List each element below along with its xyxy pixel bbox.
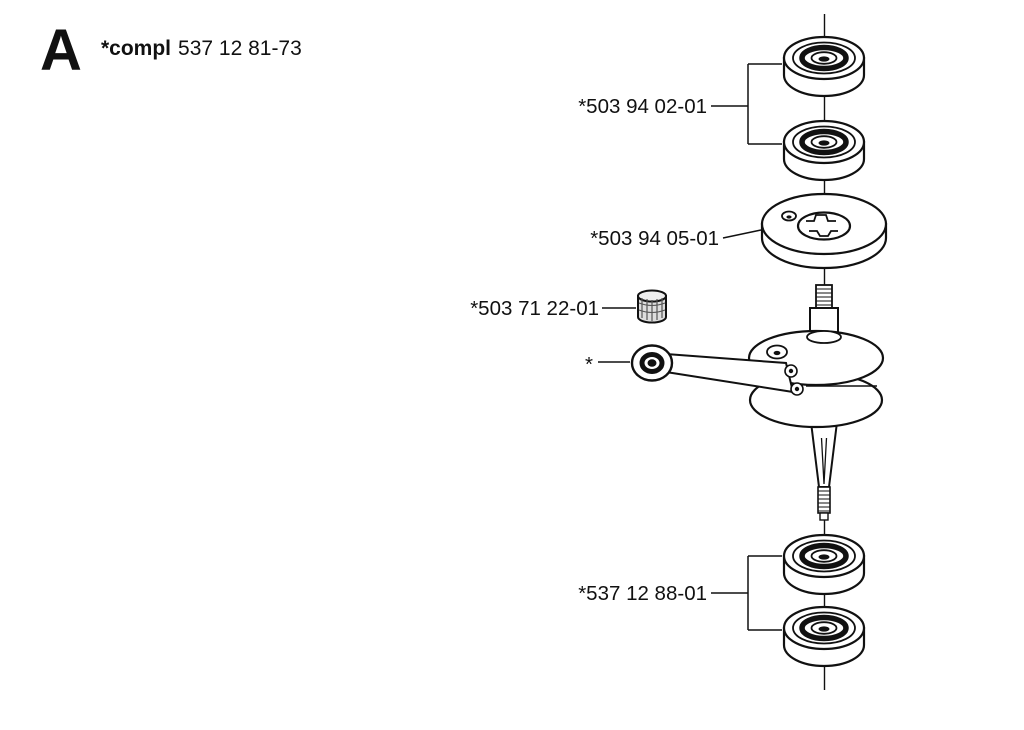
- rod-big-end-bolt-2-center: [794, 386, 800, 392]
- bearing-bore-shadow: [818, 626, 830, 632]
- bearing-outer-race: [792, 611, 856, 645]
- cage-bands: [638, 302, 666, 313]
- bearing-bottom-lower: [782, 605, 866, 668]
- callout-needle-bearing-label: *503 71 22-01: [470, 297, 599, 320]
- washer-keyway-bottom: [809, 230, 838, 237]
- crank-top-thread-lines: [816, 288, 832, 306]
- section-letter: A: [40, 18, 83, 83]
- crank-top-collar: [809, 307, 839, 335]
- washer-center-hole: [796, 211, 852, 241]
- callout-connecting-rod-label: *: [585, 353, 593, 376]
- needle-bearing-cage: [637, 289, 667, 324]
- connecting-rod: [630, 344, 804, 396]
- assembly-callout: *compl 537 12 81-73: [101, 36, 302, 61]
- bearing-bore-shadow: [818, 140, 830, 146]
- rod-big-end-bolt-1-center: [788, 368, 794, 374]
- bearing-outer-race: [792, 125, 856, 159]
- bearing-top-lower: [782, 119, 866, 182]
- rod-small-end-bearing: [639, 352, 665, 374]
- crank-taper-slot: [820, 437, 828, 485]
- callout-top-bearings-label: *503 94 02-01: [578, 95, 707, 118]
- callout-bottom-bearings-label: *537 12 88-01: [578, 582, 707, 605]
- bearing-ball-ring: [799, 44, 849, 72]
- bearing-bore-shadow: [818, 554, 830, 560]
- rod-small-end-bore: [647, 359, 657, 367]
- bearing-top-upper: [782, 35, 866, 98]
- bearing-ball-ring: [799, 542, 849, 570]
- bearing-ball-ring: [799, 614, 849, 642]
- bearing-outer-race: [792, 41, 856, 75]
- washer-pin-hole-center: [786, 215, 792, 219]
- assembly-callout-number: 537 12 81-73: [178, 37, 302, 60]
- bearing-ball-ring: [799, 128, 849, 156]
- cage-rollers: [641, 298, 663, 321]
- leader-crank-washer: [722, 229, 762, 239]
- crank-web-hole-center: [773, 350, 781, 356]
- bearing-outer-race: [792, 539, 856, 573]
- crank-washer: [760, 192, 888, 270]
- callout-crank-washer-label: *503 94 05-01: [590, 227, 719, 250]
- crankshaft: [747, 284, 885, 521]
- callout-bracket-top-bearings: [711, 63, 782, 145]
- bearing-bottom-upper: [782, 533, 866, 596]
- crank-hub: [806, 330, 842, 344]
- assembly-callout-label: *compl: [101, 37, 172, 60]
- callout-bracket-bottom-bearings: [711, 555, 782, 631]
- crank-bottom-thread-lines: [818, 490, 830, 512]
- bearing-bore-shadow: [818, 56, 830, 62]
- washer-keyway-top: [806, 214, 836, 222]
- crank-bottom-tip: [819, 512, 829, 521]
